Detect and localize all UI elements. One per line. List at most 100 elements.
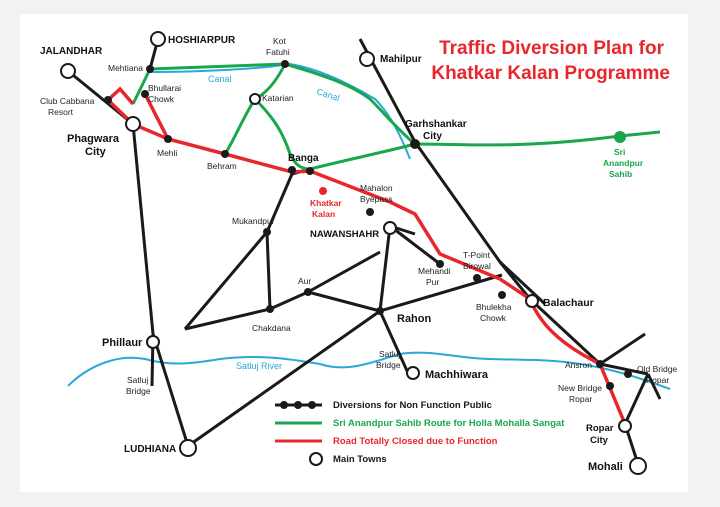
- node-tpoint: [473, 274, 481, 282]
- legend-item-green: Sri Anandpur Sahib Route for Holla Mohal…: [275, 418, 565, 429]
- label-mahilpur: Mahilpur: [380, 54, 422, 65]
- node-ansron: [596, 360, 604, 368]
- label-mohali: Mohali: [588, 461, 623, 473]
- node-new-bridge: [606, 382, 614, 390]
- node-bhullarai: [141, 90, 149, 98]
- node-mehtiana: [146, 65, 154, 73]
- label-mukandpur: Mukandpur: [232, 216, 275, 226]
- node-chakdana: [266, 305, 274, 313]
- label-nawanshahr: NAWANSHAHR: [310, 229, 379, 240]
- node-old-bridge: [624, 370, 632, 378]
- label-club-1: Club Cabbana: [40, 96, 95, 106]
- label-phillaur: Phillaur: [102, 337, 143, 349]
- label-ansron: Ansron: [565, 360, 592, 370]
- label-phagwara-2: City: [85, 146, 107, 158]
- label-phagwara-1: Phagwara: [67, 133, 120, 145]
- town-ropar[interactable]: [618, 419, 632, 433]
- town-phagwara[interactable]: [125, 116, 141, 132]
- label-kot-fatuhi-1: Kot: [273, 36, 286, 46]
- town-mahilpur[interactable]: [359, 51, 375, 67]
- label-rahon: Rahon: [397, 313, 432, 325]
- label-chakdana: Chakdana: [252, 323, 291, 333]
- label-mehli: Mehli: [157, 148, 177, 158]
- label-khatkar-1: Khatkar: [310, 198, 342, 208]
- map-frame: Traffic Diversion Plan for Khatkar Kalan…: [20, 14, 688, 492]
- label-bhullarai-2: Chowk: [148, 94, 175, 104]
- title-line-1: Traffic Diversion Plan for: [439, 38, 664, 59]
- label-tpoint-1: T-Point: [463, 250, 491, 260]
- label-anandpur-1: Sri: [614, 147, 625, 157]
- node-banga-1: [288, 166, 296, 174]
- label-old-bridge-2: Ropar: [646, 375, 669, 385]
- label-anandpur-2: Anandpur: [603, 158, 644, 168]
- town-hoshiarpur[interactable]: [150, 31, 166, 47]
- node-rahon: [376, 307, 384, 315]
- label-new-bridge-1: New Bridge: [558, 383, 602, 393]
- node-banga-2: [306, 167, 314, 175]
- legend: Diversions for Non Function Public Sri A…: [275, 400, 565, 466]
- node-mukandpur: [263, 228, 271, 236]
- legend-label-town: Main Towns: [333, 454, 387, 465]
- label-tpoint-2: Birowal: [463, 261, 491, 271]
- label-balachaur: Balachaur: [543, 297, 594, 309]
- label-river: Satluj River: [236, 361, 282, 371]
- title-line-2: Khatkar Kalan Programme: [431, 63, 670, 84]
- node-club: [104, 96, 112, 104]
- label-katarian: Katarian: [262, 93, 294, 103]
- title-block: Traffic Diversion Plan for Khatkar Kalan…: [431, 38, 670, 84]
- label-new-bridge-2: Ropar: [569, 394, 592, 404]
- label-canal-2: Canal: [315, 86, 340, 103]
- label-satluj-bridge-1: Satluj: [379, 349, 400, 359]
- label-satluj-bridge-2: Bridge: [376, 360, 401, 370]
- place-labels: JALANDHAR HOSHIARPUR Kot Fatuhi Mahilpur…: [40, 35, 677, 473]
- label-mehandi-2: Pur: [426, 277, 439, 287]
- label-behram: Behram: [207, 161, 237, 171]
- node-mehli: [164, 135, 172, 143]
- label-garhshankar-1: Garhshankar: [405, 119, 467, 130]
- label-satluj-bridge-w-2: Bridge: [126, 386, 151, 396]
- legend-label-black: Diversions for Non Function Public: [333, 400, 492, 411]
- label-machhiwara: Machhiwara: [425, 369, 489, 381]
- town-mohali[interactable]: [629, 457, 647, 475]
- town-machhiwara[interactable]: [406, 366, 420, 380]
- legend-label-red: Road Totally Closed due to Function: [333, 436, 498, 447]
- label-banga: Banga: [288, 153, 319, 164]
- node-garhshankar: [410, 139, 420, 149]
- node-mehandi: [436, 260, 444, 268]
- label-jalandhar: JALANDHAR: [40, 46, 103, 57]
- label-ludhiana: LUDHIANA: [124, 444, 176, 455]
- label-bhulekha-2: Chowk: [480, 313, 507, 323]
- node-bhulekha: [498, 291, 506, 299]
- label-garhshankar-2: City: [423, 131, 442, 142]
- label-khatkar-2: Kalan: [312, 209, 335, 219]
- town-nawanshahr[interactable]: [383, 221, 397, 235]
- label-mahalon-1: Mahalon: [360, 183, 393, 193]
- label-satluj-bridge-w-1: Satluj: [127, 375, 148, 385]
- legend-label-green: Sri Anandpur Sahib Route for Holla Mohal…: [333, 418, 565, 429]
- town-anandpur[interactable]: [614, 131, 626, 143]
- node-behram: [221, 150, 229, 158]
- town-balachaur[interactable]: [525, 294, 539, 308]
- label-anandpur-3: Sahib: [609, 169, 632, 179]
- legend-item-town: Main Towns: [309, 452, 387, 466]
- node-aur: [304, 288, 312, 296]
- label-canal-1: Canal: [208, 74, 232, 84]
- label-club-2: Resort: [48, 107, 74, 117]
- label-old-bridge-1: Old Bridge: [637, 364, 677, 374]
- label-ropar-2: City: [590, 435, 609, 446]
- legend-item-black: Diversions for Non Function Public: [275, 400, 492, 411]
- red-closed-road: [105, 86, 627, 425]
- town-ludhiana[interactable]: [179, 439, 197, 457]
- label-bhulekha-1: Bhulekha: [476, 302, 512, 312]
- node-mahalon: [366, 208, 374, 216]
- town-jalandhar[interactable]: [60, 63, 76, 79]
- map-canvas: Traffic Diversion Plan for Khatkar Kalan…: [40, 31, 677, 475]
- label-bhullarai-1: Bhullarai: [148, 83, 181, 93]
- town-phillaur[interactable]: [146, 335, 160, 349]
- point-khatkar-kalan[interactable]: [319, 187, 327, 195]
- label-mehandi-1: Mehandi: [418, 266, 451, 276]
- label-mehtiana: Mehtiana: [108, 63, 143, 73]
- label-hoshiarpur: HOSHIARPUR: [168, 35, 236, 46]
- label-mahalon-2: Byepass: [360, 194, 393, 204]
- town-katarian[interactable]: [249, 93, 261, 105]
